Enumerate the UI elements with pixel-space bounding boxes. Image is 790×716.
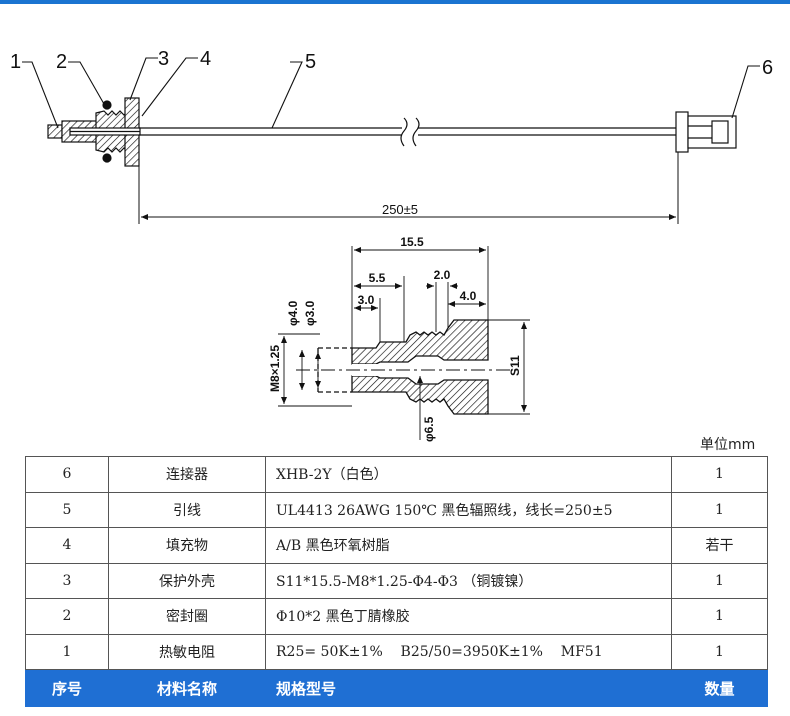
row-spec: A/B 黑色环氧树脂: [265, 527, 672, 564]
housing-detail-view: [278, 246, 530, 440]
thermistor-tip: [47, 124, 63, 139]
table-header-row: 序号 材料名称 规格型号 数量: [25, 669, 768, 707]
row-no: 1: [25, 633, 109, 670]
dim-dia-inner: φ3.0: [303, 300, 317, 326]
header-qty: 数量: [671, 669, 768, 707]
row-no: 4: [25, 527, 109, 564]
row-qty: 若干: [671, 527, 768, 564]
header-no: 序号: [25, 669, 109, 707]
dim-bore: φ6.5: [422, 416, 436, 442]
table-row: 6 连接器 XHB-2Y（白色） 1: [25, 456, 768, 493]
row-qty: 1: [671, 456, 768, 493]
dim-overall-length: 250±5: [382, 202, 418, 217]
row-qty: 1: [671, 633, 768, 670]
row-no: 3: [25, 562, 109, 599]
callout-2: 2: [56, 51, 67, 73]
row-no: 2: [25, 598, 109, 635]
callout-3: 3: [158, 48, 169, 70]
row-name: 填充物: [108, 527, 266, 564]
row-spec: XHB-2Y（白色）: [265, 456, 672, 493]
row-name: 连接器: [108, 456, 266, 493]
row-spec: R25= 50K±1% B25/50=3950K±1% MF51: [265, 633, 672, 670]
callout-1: 1: [10, 51, 21, 73]
table-row: 2 密封圈 Φ10*2 黑色丁腈橡胶 1: [25, 598, 768, 635]
row-spec: UL4413 26AWG 150℃ 黑色辐照线，线长=250±5: [265, 491, 672, 528]
row-name: 密封圈: [108, 598, 266, 635]
callout-4: 4: [200, 48, 211, 70]
dim-tip-length: 3.0: [358, 293, 375, 307]
assembly-view: [22, 57, 760, 224]
row-qty: 1: [671, 598, 768, 635]
bill-of-materials-table: 6 连接器 XHB-2Y（白色） 1 5 引线 UL4413 26AWG 150…: [25, 456, 768, 707]
table-row: 1 热敏电阻 R25= 50K±1% B25/50=3950K±1% MF51 …: [25, 633, 768, 670]
row-name: 保护外壳: [108, 562, 266, 599]
seal-ring-top: [102, 100, 112, 110]
header-spec: 规格型号: [265, 669, 672, 707]
dim-dia-outer: φ4.0: [286, 300, 300, 326]
callout-6: 6: [762, 57, 773, 79]
row-spec: Φ10*2 黑色丁腈橡胶: [265, 598, 672, 635]
table-row: 5 引线 UL4413 26AWG 150℃ 黑色辐照线，线长=250±5 1: [25, 491, 768, 528]
callout-labels: 1 2 3 4 5 6: [10, 48, 773, 79]
row-qty: 1: [671, 491, 768, 528]
row-qty: 1: [671, 562, 768, 599]
detail-dimension-labels: 15.5 5.5 3.0 2.0 4.0 φ4.0 φ3.0 M8×1.25 S…: [268, 235, 522, 442]
dim-hex-size: S11: [508, 355, 522, 376]
table-row: 3 保护外壳 S11*15.5-M8*1.25-Φ4-Φ3 （铜镀镍） 1: [25, 562, 768, 599]
callout-5: 5: [305, 51, 316, 73]
header-name: 材料名称: [108, 669, 266, 707]
row-no: 5: [25, 491, 109, 528]
unit-label: 单位mm: [700, 437, 756, 453]
seal-ring-bottom: [102, 153, 112, 163]
row-name: 引线: [108, 491, 266, 528]
dim-body-length: 15.5: [400, 235, 424, 249]
top-accent-bar: [0, 0, 790, 4]
row-name: 热敏电阻: [108, 633, 266, 670]
table-row: 4 填充物 A/B 黑色环氧树脂 若干: [25, 527, 768, 564]
dim-thread: M8×1.25: [268, 345, 282, 392]
row-spec: S11*15.5-M8*1.25-Φ4-Φ3 （铜镀镍）: [265, 562, 672, 599]
row-no: 6: [25, 456, 109, 493]
dim-flange-gap: 2.0: [434, 268, 451, 282]
dim-thread-length: 5.5: [369, 271, 386, 285]
sensor-assembly-drawing: 1 2 3 4 5 6 250±5: [10, 48, 773, 442]
dim-hex-length: 4.0: [460, 289, 477, 303]
